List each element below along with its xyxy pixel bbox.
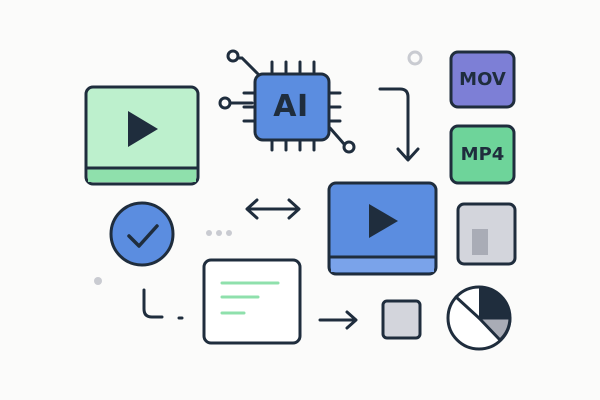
video-player-icon-blue bbox=[327, 181, 438, 276]
mov-badge bbox=[449, 50, 516, 109]
video-player-icon-green bbox=[84, 85, 200, 186]
decor-dots bbox=[94, 230, 232, 285]
curved-arrow-down-icon bbox=[378, 87, 420, 162]
corner-bracket-icon bbox=[142, 288, 184, 320]
mp4-badge-label: MP4 bbox=[460, 144, 505, 165]
check-circle-icon bbox=[109, 201, 175, 267]
decor-ring bbox=[407, 50, 423, 66]
arrow-right-icon bbox=[318, 310, 358, 330]
small-square-icon bbox=[381, 299, 422, 340]
ai-chip-label: AI bbox=[273, 88, 309, 124]
mov-badge-label: MOV bbox=[459, 69, 506, 90]
file-thumbnail-icon bbox=[456, 202, 517, 266]
mp4-badge bbox=[449, 124, 516, 185]
document-card-icon bbox=[202, 258, 302, 345]
ai-chip-icon bbox=[218, 49, 356, 154]
double-arrow-icon bbox=[245, 198, 301, 220]
pie-chart-icon bbox=[446, 285, 512, 351]
